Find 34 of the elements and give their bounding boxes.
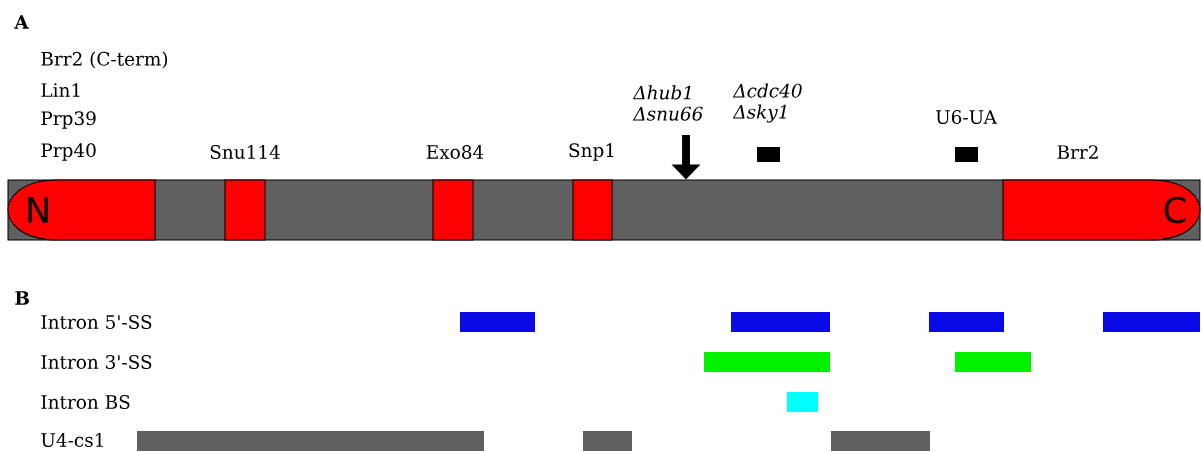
row-label: Intron 3'-SS bbox=[41, 355, 152, 369]
region-bar bbox=[460, 312, 535, 332]
domain-box bbox=[432, 179, 474, 241]
region-bar bbox=[704, 352, 830, 372]
position-marker bbox=[757, 147, 780, 162]
region-bar bbox=[137, 431, 484, 451]
region-bar bbox=[583, 431, 632, 451]
panel-letter: A bbox=[14, 15, 29, 29]
row-label: Intron 5'-SS bbox=[41, 315, 152, 329]
domain-label: Prp40 bbox=[41, 143, 96, 161]
domain-box: C bbox=[1002, 179, 1201, 241]
domain-box: N bbox=[7, 179, 156, 241]
domain-label: Prp39 bbox=[41, 111, 96, 129]
region-bar bbox=[787, 392, 818, 412]
domain-label: Snp1 bbox=[569, 143, 614, 161]
domain-label: Exo84 bbox=[426, 145, 484, 159]
domain-box bbox=[224, 179, 266, 241]
domain-label: Brr2 (C-term) bbox=[41, 51, 168, 69]
row-label: Intron BS bbox=[41, 395, 130, 409]
deletion-label: Δhub1 Δsnu66 bbox=[632, 85, 703, 121]
region-bar bbox=[955, 352, 1031, 372]
position-marker bbox=[955, 147, 978, 162]
region-bar bbox=[929, 312, 1004, 332]
panel-letter: B bbox=[15, 291, 29, 305]
domain-label: Δcdc40 Δsky1 bbox=[732, 83, 802, 123]
row-label: U4-cs1 bbox=[41, 433, 103, 447]
domain-label: Brr2 bbox=[1057, 145, 1098, 159]
region-bar bbox=[1103, 312, 1200, 332]
domain-label: Lin1 bbox=[41, 83, 80, 97]
domain-label: U6-UA bbox=[935, 110, 998, 124]
region-bar bbox=[831, 431, 930, 451]
domain-box bbox=[572, 179, 613, 241]
domain-label: Snu114 bbox=[210, 145, 280, 159]
region-bar bbox=[731, 312, 830, 332]
